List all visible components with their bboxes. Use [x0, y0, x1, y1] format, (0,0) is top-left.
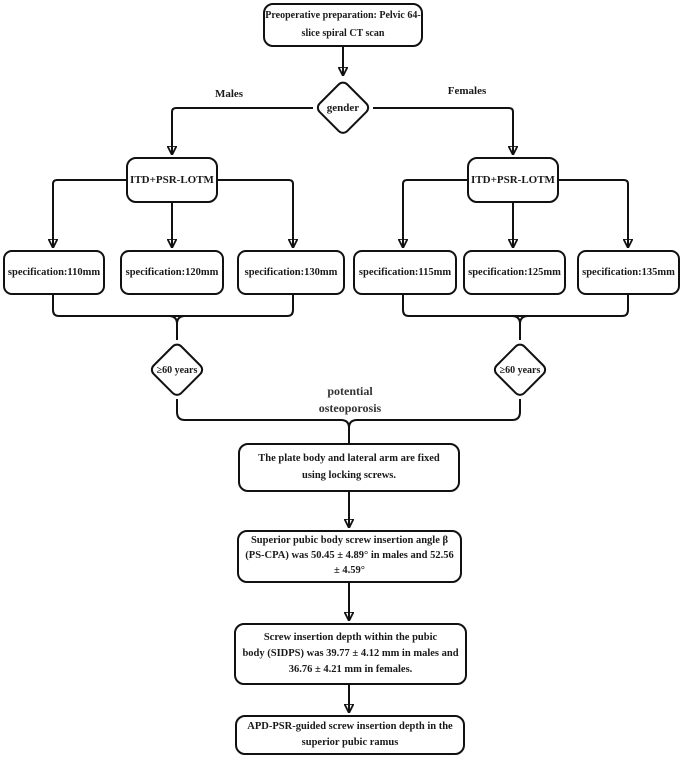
node-itd-psr-lotm-females: ITD+PSR-LOTM: [467, 157, 559, 203]
node-age-decision-females: ≥60 years: [490, 340, 550, 400]
annotation-line: osteoporosis: [318, 401, 382, 416]
node-plate-fixation: The plate body and lateral arm are fixed…: [238, 443, 460, 492]
node-text-line: Preoperative preparation: Pelvic 64-: [265, 9, 421, 21]
node-label: ≥60 years: [156, 364, 198, 376]
node-label: specification:120mm: [125, 267, 219, 278]
node-text-line: The plate body and lateral arm are fixed: [258, 452, 440, 464]
node-specification-115mm: specification:115mm: [353, 250, 457, 295]
node-text-line: slice spiral CT scan: [301, 28, 385, 39]
node-label: specification:115mm: [358, 267, 452, 278]
node-text-line: ± 4.59°: [334, 564, 365, 576]
annotation-line: potential: [327, 384, 373, 398]
brace-specs-right-drop: [511, 315, 529, 340]
node-specification-120mm: specification:120mm: [120, 250, 224, 295]
node-text-line: (PS-CPA) was 50.45 ± 4.89° in males and …: [245, 550, 454, 562]
node-text-line: Screw insertion depth within the pubic: [263, 632, 438, 644]
brace-specs-left: [52, 295, 294, 317]
node-text-line: APD-PSR-guided screw insertion depth in …: [247, 721, 453, 733]
connector-itdleft-to-spec110: [53, 179, 126, 248]
connector-gender-to-itd-left: [172, 107, 313, 155]
node-label: ITD+PSR-LOTM: [471, 174, 555, 186]
node-label: specification:130mm: [244, 267, 338, 278]
node-label: specification:135mm: [582, 267, 675, 278]
connector-itdright-to-spec115: [403, 179, 467, 248]
node-specification-110mm: specification:110mm: [3, 250, 105, 295]
brace-age-to-plate: [176, 399, 521, 443]
node-text-line: 36.76 ± 4.21 mm in females.: [288, 663, 413, 675]
node-itd-psr-lotm-males: ITD+PSR-LOTM: [126, 157, 218, 203]
branch-label-females: Females: [447, 85, 487, 97]
node-label: ITD+PSR-LOTM: [130, 174, 214, 186]
annotation-potential-osteoporosis: potential osteoporosis: [290, 383, 410, 418]
node-text-line: body (SIDPS) was 39.77 ± 4.12 mm in male…: [242, 648, 459, 660]
node-label: gender: [326, 102, 360, 114]
node-label: specification:110mm: [7, 267, 101, 278]
node-specification-135mm: specification:135mm: [577, 250, 680, 295]
branch-label-males: Males: [214, 88, 244, 100]
node-label: specification:125mm: [468, 267, 561, 278]
node-text-line: using locking screws.: [301, 469, 397, 481]
node-age-decision-males: ≥60 years: [147, 340, 207, 400]
node-text-line: superior pubic ramus: [301, 737, 399, 748]
node-specification-130mm: specification:130mm: [237, 250, 345, 295]
connector-itdright-to-spec135: [559, 179, 628, 248]
node-text-line: Superior pubic body screw insertion angl…: [250, 535, 449, 547]
node-apd-psr-guided-depth: APD-PSR-guided screw insertion depth in …: [235, 715, 465, 755]
connector-gender-to-itd-right: [373, 107, 513, 155]
brace-specs-right: [402, 295, 629, 317]
node-specification-125mm: specification:125mm: [463, 250, 566, 295]
node-screw-insertion-angle: Superior pubic body screw insertion angl…: [237, 530, 462, 583]
connector-itdleft-to-spec130: [218, 179, 293, 248]
node-preoperative-preparation: Preoperative preparation: Pelvic 64- sli…: [263, 3, 423, 47]
node-label: ≥60 years: [499, 364, 541, 376]
node-gender-decision: gender: [313, 78, 373, 138]
node-screw-insertion-depth: Screw insertion depth within the pubic b…: [234, 623, 467, 685]
brace-specs-left-drop: [168, 315, 186, 340]
